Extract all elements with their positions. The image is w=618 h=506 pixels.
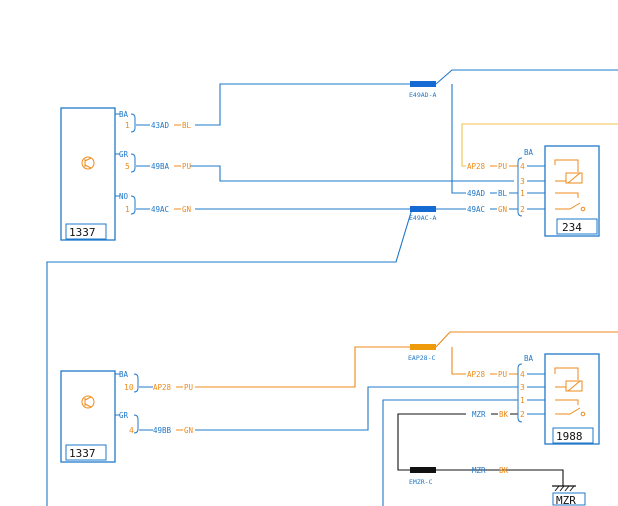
wire-color: GN	[184, 426, 193, 435]
pin-number: 2	[520, 205, 525, 214]
wire-code: MZR	[472, 466, 486, 475]
pin-number: 3	[520, 177, 525, 186]
component-1988: AP28 PU MZR BK BA 4 3 1 2 1988	[467, 353, 600, 445]
component-id-label: 234	[562, 221, 582, 234]
wire-code: 49BA	[151, 162, 170, 171]
pin-number: 5	[125, 162, 130, 171]
transistor-symbol-icon	[81, 395, 95, 409]
wire-color: PU	[498, 370, 507, 379]
inline-connector-e49ac-a-label: E49AC-A	[409, 214, 436, 222]
pin-number: 4	[129, 426, 134, 435]
connector-label: GR	[119, 411, 129, 420]
component-1337-top: 1337 BA 1 43AD BL GR 5 49BA PU NO 1 49AC…	[60, 107, 192, 241]
wire-e49ad-out	[435, 69, 618, 85]
wire-code: 49AD	[467, 189, 486, 198]
wire-color: BK	[499, 410, 509, 419]
wire-ap28-out	[435, 331, 618, 348]
inline-connector-e49ad-a	[410, 81, 436, 87]
wire-color: BL	[498, 189, 508, 198]
wire-color: PU	[184, 383, 193, 392]
wire-color: GN	[498, 205, 507, 214]
pin-number: 4	[520, 162, 525, 171]
wire-mzr-lower	[436, 469, 564, 486]
ground-label: MZR	[556, 494, 576, 506]
relay-coil-icon	[554, 159, 586, 212]
connector-label: BA	[524, 148, 534, 157]
inline-connector-emzr-c-label: EMZR-C	[409, 478, 433, 486]
wire-43ad	[195, 83, 410, 126]
connector-label: BA	[119, 370, 129, 379]
component-id-label: 1988	[556, 430, 583, 443]
connector-label: NO	[119, 192, 129, 201]
connector-label: BA	[119, 110, 129, 119]
wire-code: AP28	[153, 383, 172, 392]
pin-number: 2	[520, 410, 525, 419]
connector-label: BA	[524, 354, 534, 363]
wire-ap28-left	[195, 346, 410, 388]
wire-ap28-to-1988	[451, 347, 466, 375]
wire-code: AP28	[467, 162, 486, 171]
wire-49ad-to-234	[451, 84, 466, 194]
inline-connector-e49ad-a-label: E49AD-A	[409, 91, 436, 99]
component-234: AP28 PU 49AD BL 49AC GN BA 4 3 1 2	[467, 145, 600, 237]
pin-number: 1	[520, 189, 525, 198]
pin-number: 1	[125, 205, 130, 214]
inline-connector-eap28-c-label: EAP28-C	[408, 354, 435, 362]
component-id-label: 1337	[69, 226, 96, 239]
wire-color: BK	[499, 466, 509, 475]
wire-color: PU	[182, 162, 191, 171]
transistor-symbol-icon	[81, 156, 95, 170]
wire-yellow-top	[461, 123, 618, 167]
wire-mzr-upper	[397, 413, 466, 471]
wire-color: PU	[498, 162, 507, 171]
pin-number: 4	[520, 370, 525, 379]
relay-coil-icon	[554, 367, 586, 417]
inline-connector-e49ac-a	[410, 206, 436, 212]
wire-code: 49BB	[153, 426, 172, 435]
pin-number: 3	[520, 383, 525, 392]
wire-code: 43AD	[151, 121, 170, 130]
ground-icon	[552, 485, 576, 492]
inline-connector-emzr-c	[410, 467, 436, 473]
wire-code: 49AC	[151, 205, 169, 214]
pin-number: 10	[124, 383, 134, 392]
component-id-label: 1337	[69, 447, 96, 460]
wire-color: GN	[182, 205, 191, 214]
pin-number: 1	[125, 121, 130, 130]
wire-49ba	[190, 165, 514, 182]
pin-number: 1	[520, 396, 525, 405]
inline-connector-eap28-c	[410, 344, 436, 350]
wire-code: MZR	[472, 410, 486, 419]
wire-color: BL	[182, 121, 192, 130]
wire-left-trunk	[46, 208, 413, 506]
wire-code: AP28	[467, 370, 486, 379]
wire-49bb	[195, 386, 518, 431]
connector-label: GR	[119, 150, 129, 159]
wire-code: 49AC	[467, 205, 485, 214]
wire-lower-trunk	[382, 399, 518, 506]
component-1337-bottom: 1337 BA 10 AP28 PU GR 4 49BB GN	[60, 370, 193, 463]
